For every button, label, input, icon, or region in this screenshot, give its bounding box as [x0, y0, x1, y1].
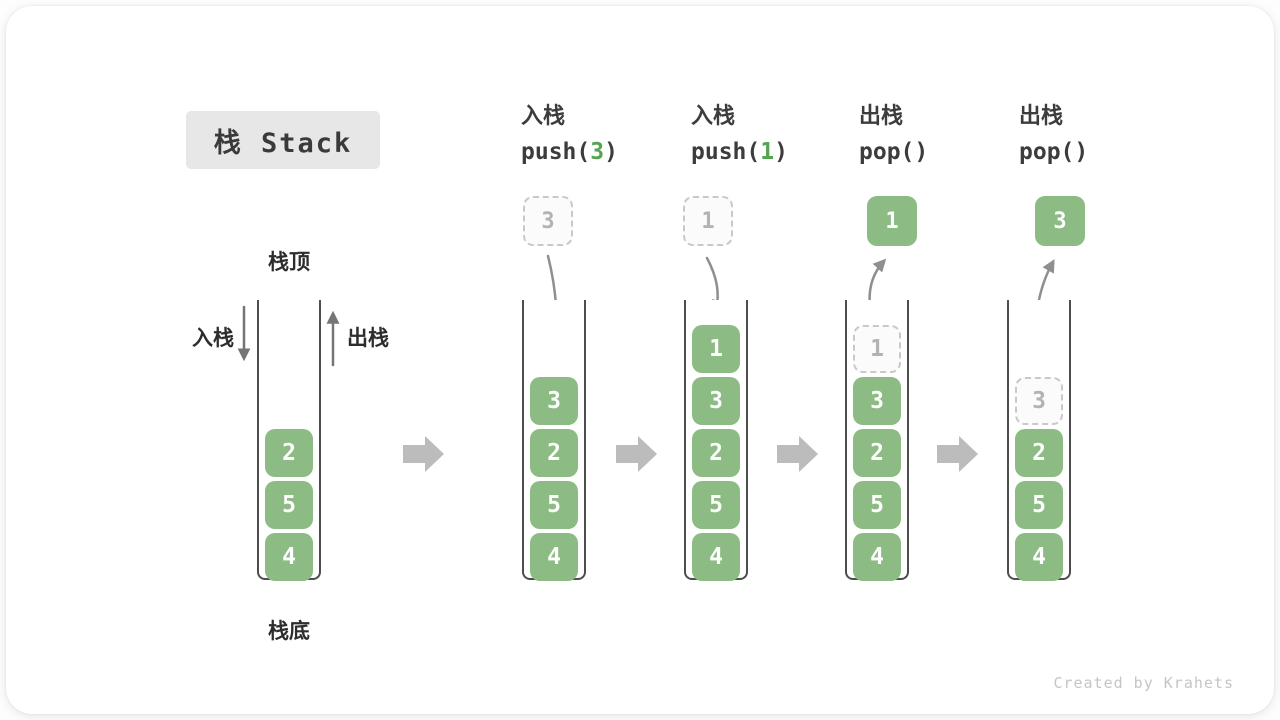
- stack-cell: 4: [530, 533, 578, 581]
- stage-header-pop-second: 出栈 pop(): [1019, 104, 1088, 165]
- op-code: push(3): [521, 139, 618, 165]
- op-arg: 3: [590, 139, 605, 165]
- op-label: 入栈: [691, 104, 736, 129]
- stack-cell: 5: [265, 481, 313, 529]
- stack-cell: 3: [692, 377, 740, 425]
- stage-header-pop-first: 出栈 pop(): [859, 104, 928, 165]
- stack-cell: 2: [853, 429, 901, 477]
- stack-cell: 2: [265, 429, 313, 477]
- stack-cell: 4: [1015, 533, 1063, 581]
- op-label: 出栈: [1019, 104, 1064, 129]
- next-step-arrow: [403, 436, 444, 472]
- title-box: 栈 Stack: [186, 111, 380, 169]
- title-text: 栈 Stack: [213, 127, 353, 159]
- op-code: pop(): [1019, 139, 1089, 165]
- stack-cell-ghost: 3: [1015, 377, 1063, 425]
- op-code: pop(): [859, 139, 929, 165]
- next-step-arrow: [777, 436, 818, 472]
- stack-cell: 5: [692, 481, 740, 529]
- popped-value-box: 1: [867, 196, 917, 246]
- stack-cell: 1: [692, 325, 740, 373]
- popped-value-box: 3: [1035, 196, 1085, 246]
- watermark: Created by Krahets: [1053, 674, 1234, 692]
- stack-top-label: 栈顶: [268, 250, 310, 274]
- op-label: 出栈: [859, 104, 904, 129]
- stack-cell: 4: [265, 533, 313, 581]
- stage-header-push-1: 入栈 push(1): [691, 104, 788, 165]
- pop-side-label: 出栈: [347, 326, 389, 350]
- op-code: push(1): [691, 139, 788, 165]
- stack-cell: 2: [692, 429, 740, 477]
- stack-cell: 5: [1015, 481, 1063, 529]
- stack-bottom-label: 栈底: [268, 619, 310, 643]
- next-step-arrow: [937, 436, 978, 472]
- stack-cell-ghost: 1: [853, 325, 901, 373]
- stack-cell: 4: [853, 533, 901, 581]
- stack-cell: 2: [1015, 429, 1063, 477]
- stage-header-push-3: 入栈 push(3): [521, 104, 618, 165]
- incoming-value-box: 3: [523, 196, 573, 246]
- stack-cell: 5: [530, 481, 578, 529]
- stack-cell: 3: [853, 377, 901, 425]
- incoming-value-box: 1: [683, 196, 733, 246]
- stack-cell: 2: [530, 429, 578, 477]
- stack-cell: 3: [530, 377, 578, 425]
- push-side-label: 入栈: [192, 326, 234, 350]
- next-step-arrow: [616, 436, 657, 472]
- op-arg: 1: [760, 139, 775, 165]
- stack-cell: 4: [692, 533, 740, 581]
- stack-cell: 5: [853, 481, 901, 529]
- op-label: 入栈: [521, 104, 566, 129]
